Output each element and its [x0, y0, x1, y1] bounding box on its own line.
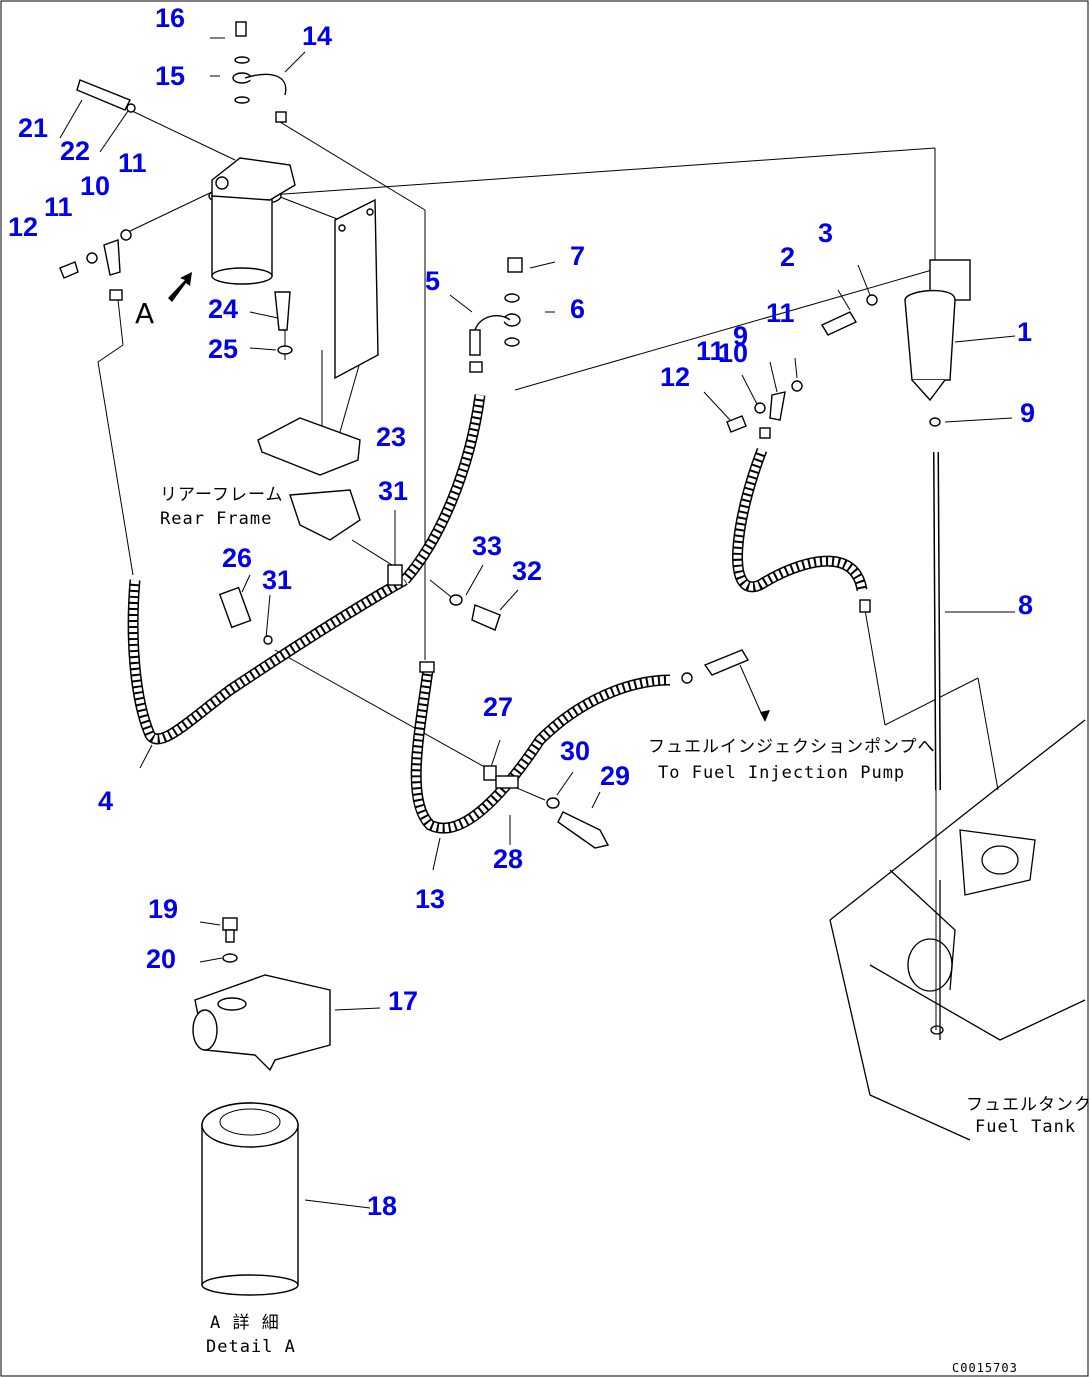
pipe-8: [933, 451, 941, 791]
rear-frame-en: Rear Frame: [160, 509, 272, 529]
hoses: [127, 394, 868, 834]
part-number: 31: [262, 565, 292, 595]
part-number: 10: [718, 338, 748, 368]
part-number: 10: [80, 171, 110, 201]
part-number: 18: [367, 1191, 397, 1221]
part-number: 30: [560, 736, 590, 766]
part-number: 26: [222, 543, 252, 573]
drawing-code: C0015703: [952, 1361, 1018, 1375]
part-number: 22: [60, 136, 90, 166]
part-number: 4: [98, 786, 113, 816]
part-number: 5: [425, 266, 440, 296]
part-number: 24: [208, 294, 238, 324]
part-number: 15: [155, 61, 185, 91]
rear-frame-jp: リアーフレーム: [160, 485, 283, 505]
part-number: 19: [148, 894, 178, 924]
part-number: 29: [600, 761, 630, 791]
text-labels: A リアーフレーム Rear Frame フュエルインジェクションポンプへ To…: [135, 297, 1090, 1375]
part-number: 9: [733, 321, 748, 351]
part-number: 23: [376, 422, 406, 452]
part-number-labels: 1 2 3 4 5 6 7 8 9 10 11 12 13 14 15 16 1…: [8, 3, 1035, 1221]
fuel-tank-jp: フュエルタンク: [966, 1095, 1090, 1115]
water-separator-1: [904, 259, 971, 402]
part-number: 28: [493, 844, 523, 874]
part-number: 11: [118, 148, 147, 178]
part-number: 20: [146, 944, 176, 974]
part-number: 11: [766, 298, 795, 328]
part-number: 3: [818, 218, 833, 248]
detail-jp: A 詳 細: [210, 1313, 280, 1333]
detail-en: Detail A: [206, 1337, 296, 1357]
part-number: 14: [302, 21, 332, 51]
fuel-tank: [829, 719, 1086, 1141]
part-number: 27: [483, 692, 513, 722]
filter-cartridge-18: [201, 1102, 299, 1296]
part-number: 2: [780, 242, 795, 272]
part-number: 13: [415, 884, 445, 914]
view-letter: A: [135, 297, 154, 330]
fuel-tank-en: Fuel Tank: [975, 1117, 1076, 1137]
to-pump-en: To Fuel Injection Pump: [658, 763, 905, 783]
part-number: 7: [570, 241, 585, 271]
small-parts: [59, 21, 941, 963]
part-number: 16: [155, 3, 185, 33]
fuel-filter-top: [208, 157, 296, 285]
bracket-23: [334, 198, 379, 380]
part-number: 11: [696, 336, 725, 366]
part-number: 17: [388, 986, 418, 1016]
part-number: 12: [8, 212, 38, 242]
filter-head-17: [192, 974, 331, 1072]
part-number: 32: [512, 556, 542, 586]
part-number: 1: [1017, 317, 1032, 347]
part-number: 21: [18, 113, 48, 143]
part-number: 31: [378, 476, 408, 506]
part-number: 8: [1018, 590, 1033, 620]
part-number: 11: [44, 192, 73, 222]
part-number: 12: [660, 362, 690, 392]
part-number: 9: [1020, 398, 1035, 428]
part-number: 6: [570, 294, 585, 324]
frame-plate: [257, 417, 361, 541]
part-number: 25: [208, 334, 238, 364]
part-number: 33: [472, 531, 502, 561]
to-pump-jp: フュエルインジェクションポンプへ: [648, 737, 936, 757]
